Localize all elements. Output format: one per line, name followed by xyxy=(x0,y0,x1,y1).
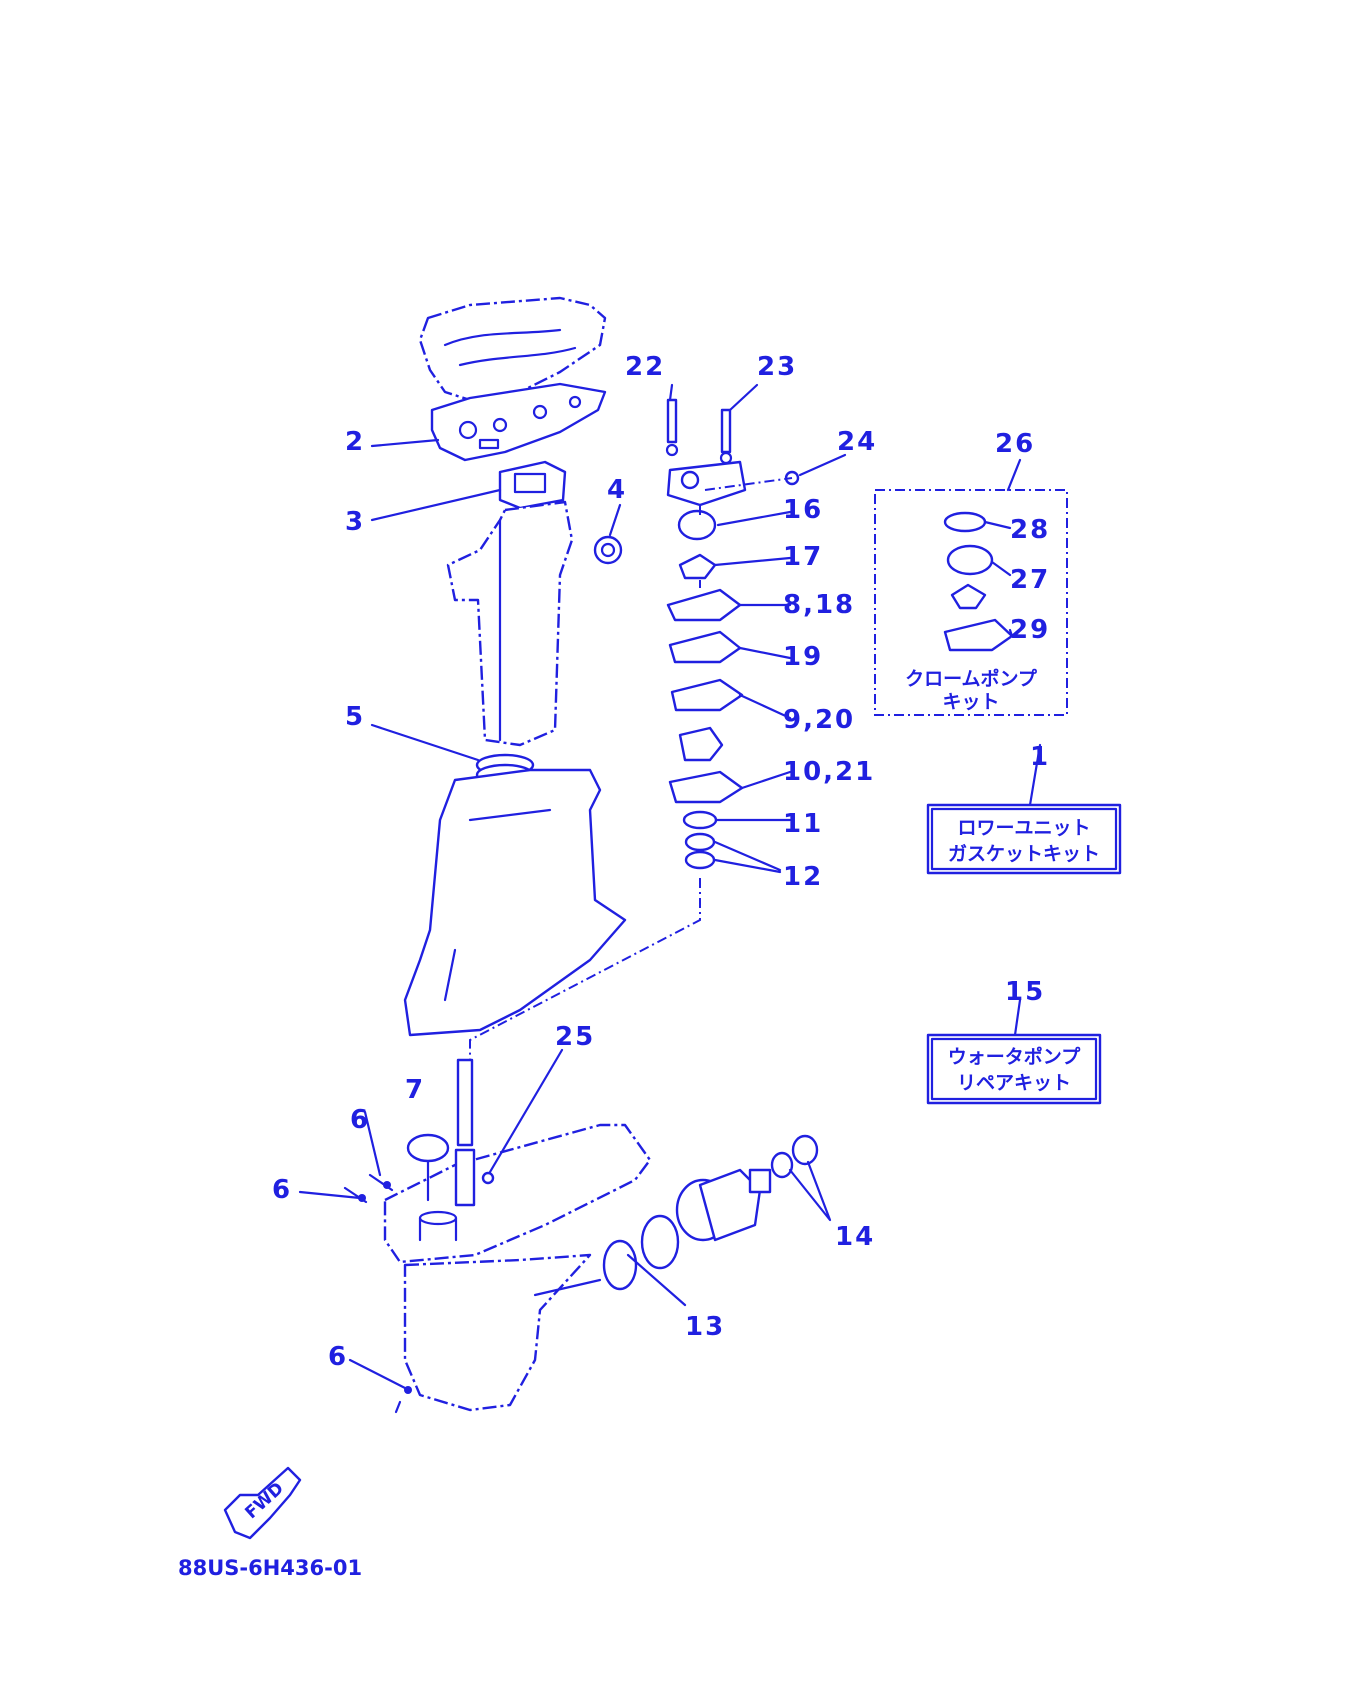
callout-8-18: 8,18 xyxy=(783,590,855,620)
callout-29: 29 xyxy=(1010,615,1050,645)
callout-4: 4 xyxy=(607,475,627,505)
callout-6b: 6 xyxy=(272,1175,292,1205)
callout-25: 25 xyxy=(555,1022,595,1052)
callout-15: 15 xyxy=(1005,977,1045,1007)
callout-6c: 6 xyxy=(328,1342,348,1372)
water-pump-kit-box xyxy=(926,998,1102,1105)
gasket-part-2 xyxy=(430,382,607,462)
callout-22: 22 xyxy=(625,352,665,382)
callout-17: 17 xyxy=(783,542,823,572)
callout-1: 1 xyxy=(1030,742,1050,772)
callout-11: 11 xyxy=(783,809,823,839)
callout-2: 2 xyxy=(345,427,365,457)
drive-shaft-part xyxy=(454,1058,476,1207)
oil-seal-part-4 xyxy=(593,535,623,565)
lower-unit-gasket-kit-box xyxy=(926,743,1122,875)
water-pump-kit-line2: リペアキット xyxy=(957,1072,1071,1094)
fwd-arrow-icon: FWD xyxy=(223,1466,302,1540)
callout-13: 13 xyxy=(685,1312,725,1342)
lower-unit-kit-line2: ガスケットキット xyxy=(948,843,1100,865)
seal-part-7 xyxy=(406,1133,450,1202)
callout-10-21: 10,21 xyxy=(783,757,875,787)
water-pump-stack xyxy=(665,398,800,870)
chrome-pump-kit-line2: キット xyxy=(942,691,999,713)
callout-16: 16 xyxy=(783,495,823,525)
callout-24: 24 xyxy=(837,427,877,457)
chrome-pump-kit-line1: クロームポンプ xyxy=(905,667,1038,690)
callout-23: 23 xyxy=(757,352,797,382)
exhaust-guide-part-3 xyxy=(498,460,567,510)
diagram-code: 88US-6H436-01 xyxy=(178,1556,362,1580)
callout-6a: 6 xyxy=(350,1105,370,1135)
water-pump-kit-line1: ウォータポンプ xyxy=(948,1045,1081,1068)
callout-14: 14 xyxy=(835,1222,875,1252)
propeller-shaft-parts xyxy=(533,1134,819,1297)
plug-part-25 xyxy=(481,1171,495,1185)
chrome-pump-kit-box xyxy=(874,458,1068,716)
lower-unit-kit-line1: ロワーユニット xyxy=(957,817,1090,839)
callout-27: 27 xyxy=(1010,565,1050,595)
upper-casing-part xyxy=(446,500,574,747)
callout-5: 5 xyxy=(345,702,365,732)
callout-3: 3 xyxy=(345,507,365,537)
leader-lines xyxy=(298,383,847,1390)
callout-9-20: 9,20 xyxy=(783,705,855,735)
callout-7: 7 xyxy=(405,1075,425,1105)
screw-parts-6 xyxy=(343,1173,412,1414)
callout-12: 12 xyxy=(783,862,823,892)
callout-26: 26 xyxy=(995,429,1035,459)
callout-19: 19 xyxy=(783,642,823,672)
upper-case-body-part xyxy=(403,768,627,1037)
upper-cover-part xyxy=(418,296,607,402)
callout-28: 28 xyxy=(1010,515,1050,545)
assembly-line xyxy=(469,878,701,1065)
